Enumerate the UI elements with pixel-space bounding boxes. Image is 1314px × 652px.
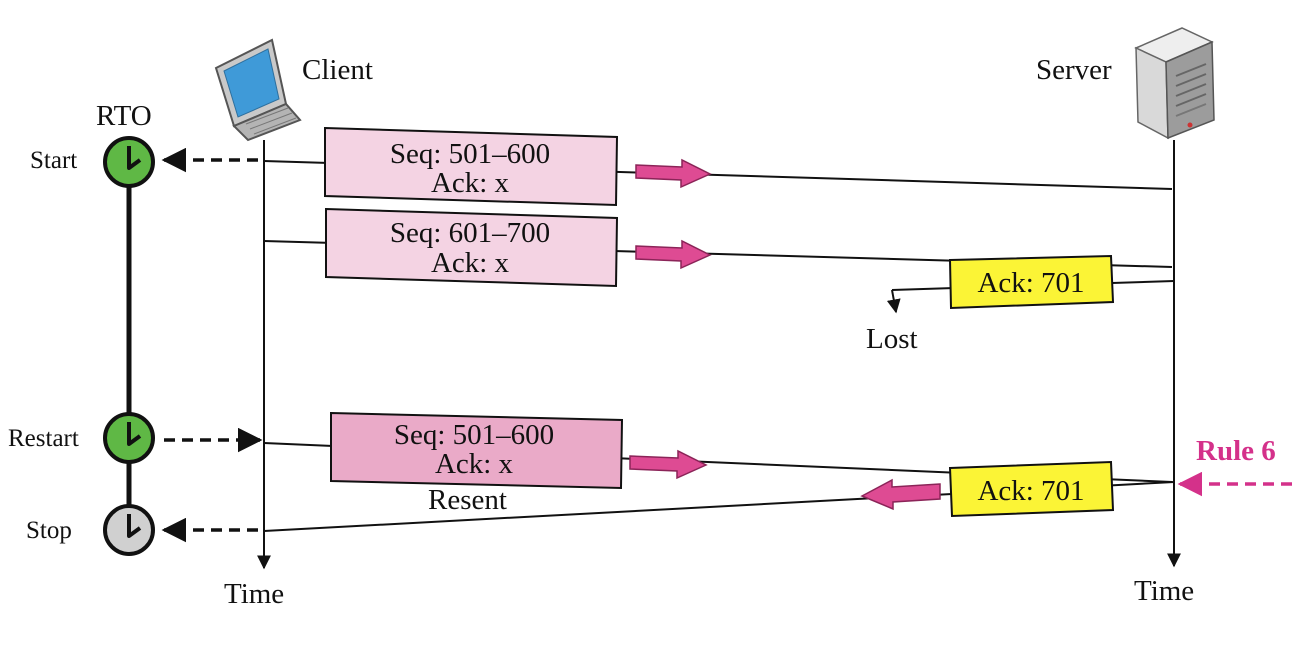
ack-text: Ack: 701 (977, 475, 1084, 507)
segment-box: Seq: 601–700 Ack: x (325, 207, 619, 288)
rto-label: RTO (96, 100, 152, 132)
server-tower-icon (1134, 27, 1215, 140)
resent-label: Resent (428, 484, 507, 516)
ack-direction-arrow (860, 478, 941, 511)
rto-start-label: Start (30, 147, 77, 174)
ack-text: Ack: 701 (977, 267, 1084, 299)
segment-ack: Ack: x (435, 448, 514, 480)
segment-ack: Ack: x (431, 247, 510, 279)
segment-direction-arrow (635, 158, 712, 189)
lost-label: Lost (866, 323, 918, 355)
rule-label: Rule 6 (1196, 435, 1276, 467)
segment-box-resent: Seq: 501–600 Ack: x (330, 411, 624, 490)
ack-box: Ack: 701 (948, 460, 1115, 518)
segment-seq: Seq: 501–600 (394, 419, 554, 451)
lost-arrow (886, 289, 901, 314)
client-time-label: Time (224, 578, 284, 610)
rto-restart-label: Restart (8, 425, 79, 452)
segment-ack: Ack: x (431, 167, 510, 199)
server-label: Server (1036, 54, 1112, 86)
ack-box: Ack: 701 (948, 254, 1115, 310)
rto-stop-label: Stop (26, 517, 72, 544)
laptop-icon (214, 38, 302, 142)
segment-direction-arrow (635, 239, 712, 270)
segment-direction-arrow (629, 449, 708, 480)
client-label: Client (302, 54, 373, 86)
clock-icon (103, 412, 155, 464)
server-time-label: Time (1134, 575, 1194, 607)
clock-icon (103, 136, 155, 188)
clock-icon (103, 504, 155, 556)
segment-box: Seq: 501–600 Ack: x (324, 126, 619, 207)
segment-seq: Seq: 501–600 (390, 138, 550, 170)
segment-seq: Seq: 601–700 (390, 217, 550, 249)
